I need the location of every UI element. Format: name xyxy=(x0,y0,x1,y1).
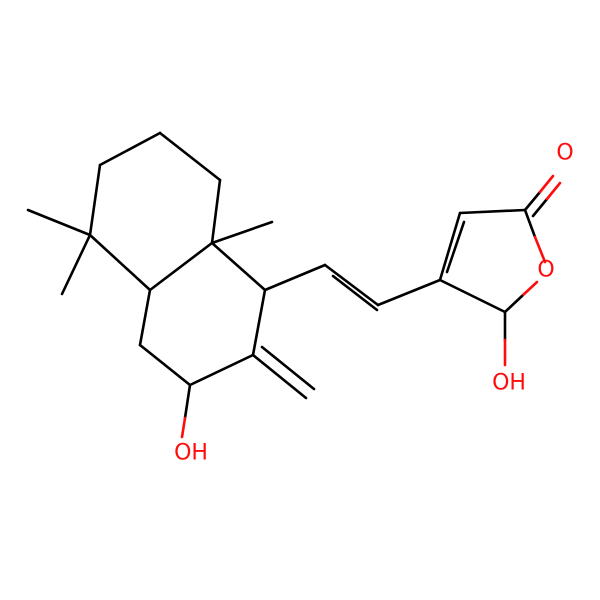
carbonyl-oxygen-label: O xyxy=(556,141,573,166)
bond xyxy=(148,241,214,292)
carbonyl-bond xyxy=(545,181,562,201)
decalin-ring-system xyxy=(26,131,316,439)
methyl-bond xyxy=(26,208,92,237)
bond xyxy=(183,383,192,420)
ring-hydroxyl-label: OH xyxy=(174,441,208,466)
vinyl-linker xyxy=(263,263,442,312)
bond xyxy=(438,211,462,282)
methylene-bond xyxy=(251,353,308,400)
bond xyxy=(438,278,507,314)
methyl-bond xyxy=(60,233,92,296)
bond xyxy=(98,131,162,167)
methylene-bond xyxy=(260,345,316,391)
bond xyxy=(263,263,327,292)
bond xyxy=(458,208,527,215)
bond xyxy=(88,233,152,292)
bond xyxy=(533,235,547,264)
bond xyxy=(210,178,222,245)
bond xyxy=(323,263,380,307)
bond xyxy=(180,416,187,439)
bond xyxy=(210,241,267,292)
bond xyxy=(503,294,524,314)
bond xyxy=(331,274,379,312)
bond xyxy=(138,343,192,387)
bond xyxy=(445,220,466,274)
methyl-bond xyxy=(210,220,274,245)
bond xyxy=(251,288,267,357)
bond xyxy=(158,131,222,182)
bond xyxy=(138,288,152,347)
carbonyl-bond xyxy=(531,197,549,218)
bond xyxy=(520,280,539,298)
bond xyxy=(376,278,442,307)
carbonyl-bond xyxy=(538,174,555,194)
atom-labels: O O OH OH xyxy=(174,141,574,466)
ring-oxygen-label: O xyxy=(537,258,554,283)
carbonyl-bond xyxy=(523,190,542,212)
bond xyxy=(523,208,537,239)
butenolide-ring xyxy=(438,174,562,367)
bond xyxy=(88,163,102,237)
bond xyxy=(188,353,255,387)
lactol-hydroxyl-label: OH xyxy=(492,371,526,396)
